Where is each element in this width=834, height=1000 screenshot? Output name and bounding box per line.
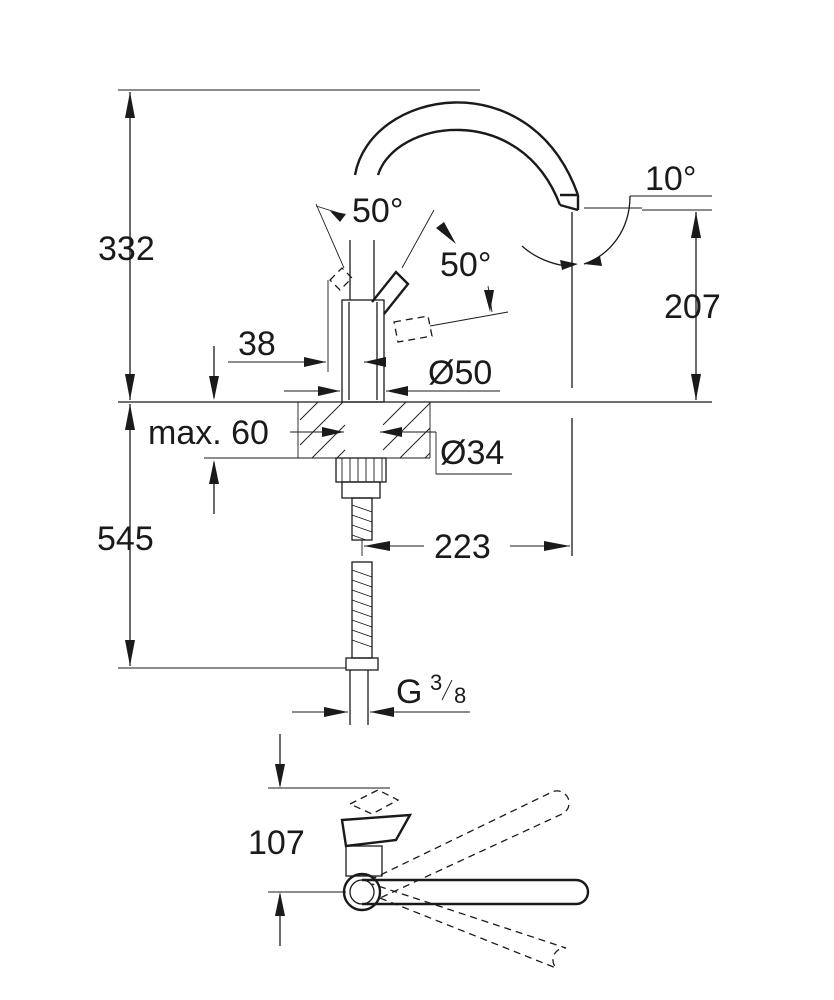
label-lever-angle-top: 50° (352, 192, 403, 230)
label-spout-reach: 223 (434, 528, 491, 566)
label-spout-clearance: 207 (664, 288, 721, 326)
dim-hole-diameter (290, 427, 512, 475)
label-counter-thickness: max. 60 (148, 414, 269, 452)
label-spout-angle: 10° (645, 160, 696, 198)
side-view-faucet (340, 789, 590, 969)
dim-side-height (268, 734, 390, 946)
label-thread-g: G (396, 673, 422, 711)
faucet-body (341, 299, 385, 403)
label-side-height: 107 (248, 824, 305, 862)
dim-lever-angle-side (429, 285, 509, 327)
label-total-height: 332 (98, 230, 155, 268)
dim-total-height (118, 89, 480, 400)
dim-hose-length (118, 404, 346, 669)
dim-spout-reach (361, 540, 570, 556)
mounting-nut (335, 457, 387, 499)
dim-lever-angle-top (315, 203, 456, 269)
thread-fraction-slash (441, 679, 453, 701)
label-lever-offset: 38 (238, 325, 276, 363)
faucet-spout (353, 101, 580, 212)
dim-spout-angle (521, 195, 712, 270)
faucet-lever (329, 240, 433, 343)
dim-connection-thread (292, 707, 470, 717)
countertop-hatch (297, 401, 431, 459)
supply-hose (345, 497, 379, 725)
label-hose-length: 545 (97, 520, 154, 558)
label-thread-den: 8 (454, 683, 466, 708)
dim-lever-offset (228, 280, 386, 372)
label-hole-diameter: Ø34 (440, 434, 504, 472)
dim-spout-clearance (642, 209, 712, 400)
label-thread-num: 3 (430, 670, 442, 695)
label-lever-angle-side: 50° (440, 246, 491, 284)
label-body-diameter: Ø50 (428, 354, 492, 392)
dim-counter-thickness (204, 346, 300, 514)
dim-body-diameter (284, 386, 500, 396)
